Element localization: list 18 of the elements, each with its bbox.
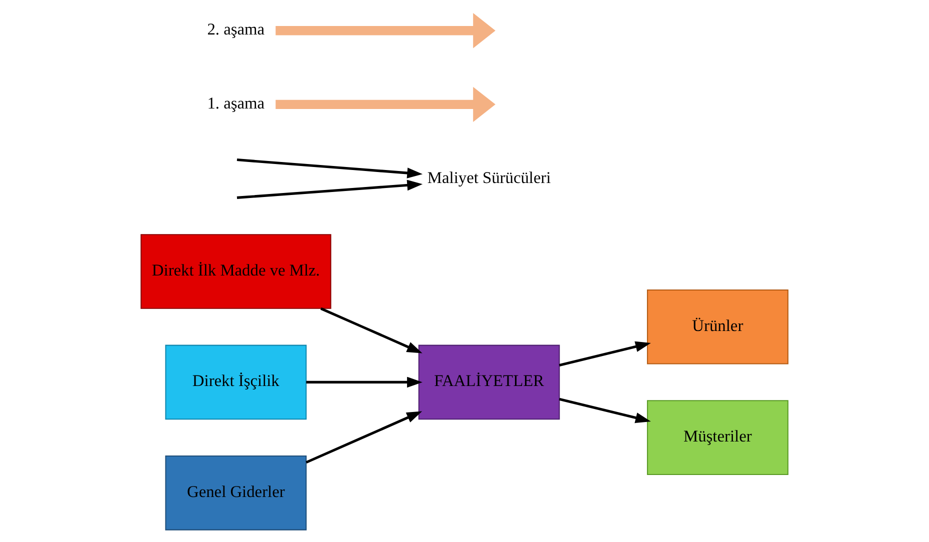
arrow	[236, 158, 423, 178]
node-text: 1. aşama	[207, 93, 265, 112]
node-text: 2. aşama	[207, 20, 265, 39]
arrow	[306, 411, 422, 464]
arrow	[559, 341, 651, 367]
arrow	[276, 86, 496, 122]
node-box: Direkt İşçilik	[165, 344, 307, 420]
node-text: Maliyet Sürücüleri	[427, 168, 551, 188]
node-box: Genel Giderler	[165, 456, 307, 530]
arrow	[320, 307, 422, 354]
arrow	[306, 376, 422, 388]
node-box: Direkt İlk Madde ve Mlz.	[140, 234, 332, 309]
node-box: FAALİYETLER	[418, 344, 560, 420]
node-box: Ürünler	[646, 289, 788, 364]
arrow	[559, 398, 651, 424]
arrow	[276, 13, 496, 48]
node-box: Müşteriler	[646, 400, 788, 475]
arrow	[236, 180, 423, 199]
